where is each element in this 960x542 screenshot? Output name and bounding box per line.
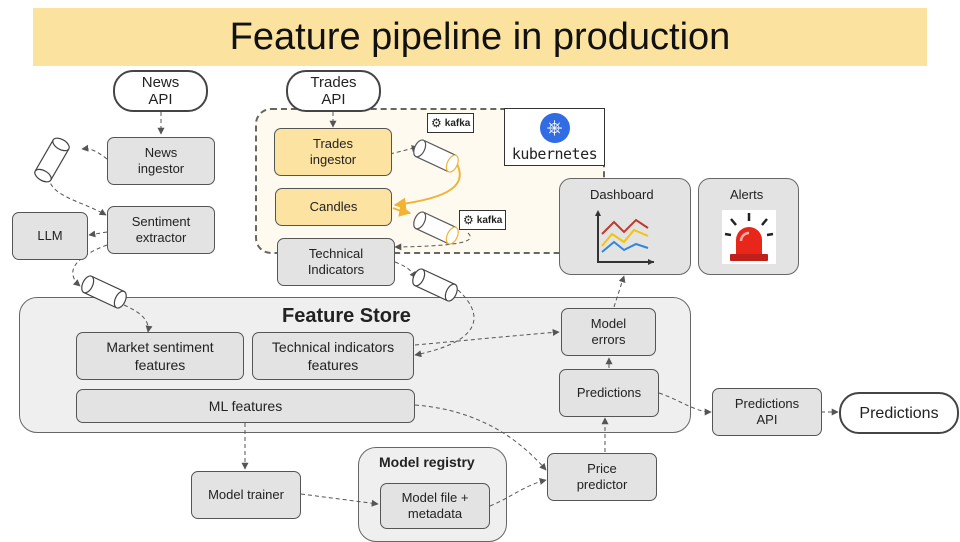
ml-features-node[interactable]: ML features	[76, 389, 415, 423]
dashboard-panel[interactable]	[559, 178, 691, 275]
news-ingestor-node[interactable]: News ingestor	[107, 137, 215, 185]
title-banner: Feature pipeline in production	[33, 8, 927, 66]
kafka-icon: ⚙	[431, 116, 442, 130]
kubernetes-logo: ⎈ kubernetes	[504, 108, 605, 166]
kafka-label: kafka	[476, 214, 503, 226]
line-chart-icon	[595, 210, 654, 265]
model-registry-title: Model registry	[379, 454, 475, 470]
sentiment-extractor-node[interactable]: Sentiment extractor	[107, 206, 215, 254]
kafka-logo-bottom: ⚙ kafka	[459, 210, 507, 230]
candles-node[interactable]: Candles	[275, 188, 392, 226]
alerts-title: Alerts	[730, 187, 764, 202]
technical-indicators-node[interactable]: Technical Indicators	[277, 238, 395, 286]
market-sentiment-features-node[interactable]: Market sentiment features	[76, 332, 244, 380]
kubernetes-label: kubernetes	[511, 145, 598, 163]
predictions-api-node[interactable]: Predictions API	[712, 388, 822, 436]
trades-ingestor-node[interactable]: Trades ingestor	[274, 128, 392, 176]
kafka-icon: ⚙	[463, 213, 474, 227]
model-errors-node[interactable]: Model errors	[561, 308, 656, 356]
feature-store-title: Feature Store	[282, 305, 411, 327]
price-predictor-node[interactable]: Price predictor	[547, 453, 657, 501]
kubernetes-wheel-icon: ⎈	[539, 113, 570, 143]
siren-icon	[722, 210, 776, 264]
news-topic-cylinder	[32, 134, 72, 186]
dashboard-title: Dashboard	[590, 187, 654, 202]
page-title: Feature pipeline in production	[229, 15, 731, 58]
model-trainer-node[interactable]: Model trainer	[191, 471, 301, 519]
kafka-label: kafka	[444, 117, 471, 129]
model-file-node[interactable]: Model file + metadata	[380, 483, 490, 529]
kafka-logo-top: ⚙ kafka	[427, 113, 475, 133]
predictions-output-node[interactable]: Predictions	[839, 392, 959, 434]
technical-indicators-features-node[interactable]: Technical indicators features	[252, 332, 414, 380]
trades-api-node[interactable]: Trades API	[286, 70, 381, 112]
news-api-node[interactable]: News API	[113, 70, 208, 112]
llm-node[interactable]: LLM	[12, 212, 88, 260]
predictions-node[interactable]: Predictions	[559, 369, 659, 417]
